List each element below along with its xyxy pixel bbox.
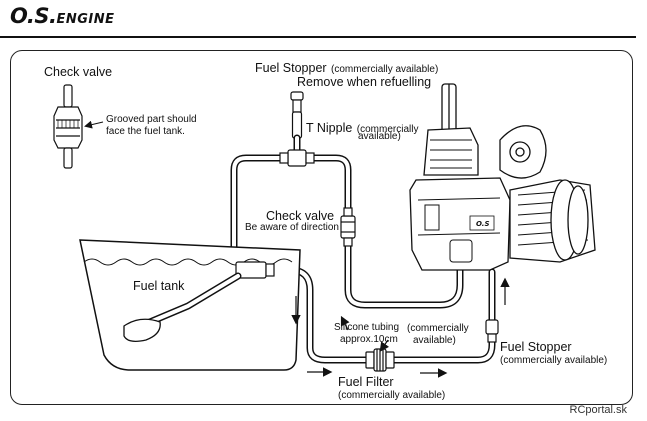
- fuel-stopper-top-title: Fuel Stopper: [255, 61, 327, 75]
- t-nipple-title: T Nipple: [306, 121, 353, 135]
- fuel-stopper-icon: [290, 91, 304, 139]
- t-nipple-note-2: available): [358, 131, 401, 142]
- check-valve-inline-icon: [340, 207, 356, 247]
- be-aware-label: Be aware of direction: [245, 222, 339, 233]
- fuel-filter-icon: [365, 348, 395, 372]
- grooved-note-line2: face the fuel tank.: [106, 126, 185, 137]
- fuel-stopper-top-note: (commercially available): [331, 64, 439, 75]
- remove-when-refuelling-label: Remove when refuelling: [297, 75, 432, 89]
- silicone-tubing-label: Silicone tubing: [334, 322, 400, 333]
- fuel-stopper-right-note: (commercially available): [500, 355, 608, 366]
- check-valve-inline-label: Check valve: [266, 209, 335, 223]
- t-nipple-label: T Nipple (commercially: [306, 119, 418, 137]
- fuel-tank-label: Fuel tank: [133, 279, 185, 293]
- tubing-note-2: available): [413, 335, 456, 346]
- t-nipple-note-1: (commercially: [356, 124, 419, 135]
- diagram-frame: [10, 50, 633, 405]
- approx-label: approx.10cm: [340, 334, 398, 345]
- check-valve-icon: [53, 84, 83, 169]
- header-rule: [0, 36, 636, 38]
- fuel-filter-label: Fuel Filter: [338, 375, 394, 389]
- grooved-note-arrow: [84, 120, 104, 129]
- t-nipple-icon: [279, 149, 315, 167]
- fuel-stopper-right-icon: [485, 319, 499, 343]
- grooved-note-line1: Grooved part should: [106, 114, 197, 125]
- tubing-note-1: (commercially: [407, 323, 469, 334]
- fuel-filter-note: (commercially available): [338, 390, 446, 401]
- brand-main: O.S.: [10, 4, 57, 28]
- engine-badge-text: O.S: [476, 220, 490, 228]
- brand-sub: ENGINE: [56, 12, 115, 27]
- flow-arrow-icon: [291, 277, 510, 378]
- silicone-tubing: [230, 134, 496, 364]
- engine-illustration: [409, 83, 596, 271]
- fuel-stopper-right-label: Fuel Stopper: [500, 340, 572, 354]
- check-valve-title: Check valve: [44, 65, 113, 79]
- fuel-stopper-top-label: Fuel Stopper (commercially available): [255, 59, 438, 77]
- credit-watermark: RCportal.sk: [569, 404, 627, 416]
- brand-logo: O.S.ENGINE: [10, 4, 115, 28]
- fuel-tank-illustration: [79, 239, 301, 371]
